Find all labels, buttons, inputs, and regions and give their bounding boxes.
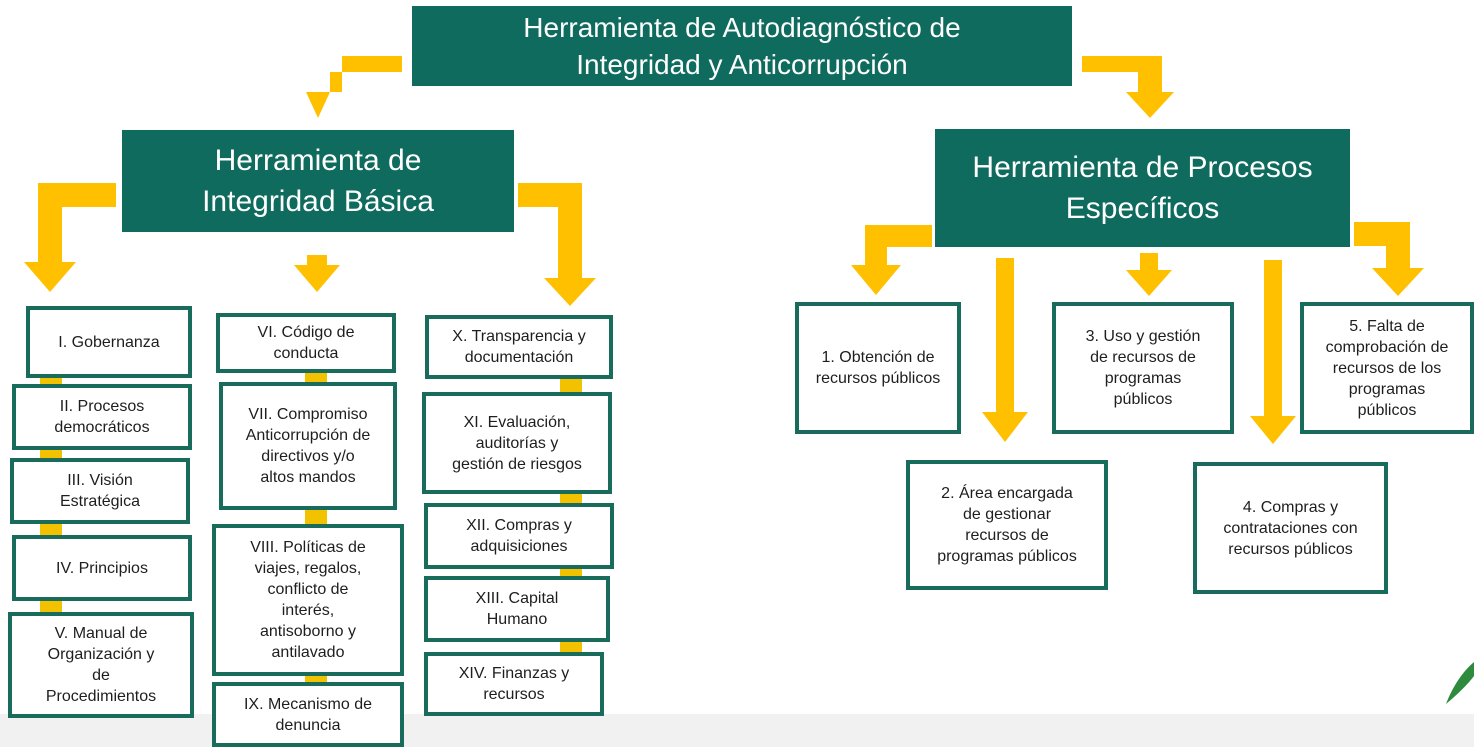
node-uso-gestion-recursos: 3. Uso y gestión de recursos de programa… — [1052, 302, 1234, 434]
node-label: IV. Principios — [56, 559, 148, 577]
arrow-right-to-item1 — [851, 225, 932, 295]
node-manual-organizacion: V. Manual de Organización y de Procedimi… — [8, 612, 194, 718]
flow-arrows — [24, 56, 1424, 444]
node-obtencion-recursos: 1. Obtención de recursos públicos — [795, 302, 961, 434]
arrow-left-to-col3 — [518, 183, 596, 306]
arrow-left-to-col1 — [24, 183, 116, 292]
node-label: XIV. Finanzas y recursos — [458, 665, 570, 703]
node-falta-comprobacion: 5. Falta de comprobación de recursos de … — [1300, 302, 1474, 434]
node-label: 5. Falta de comprobación de recursos de … — [1325, 317, 1449, 419]
node-label: VIII. Políticas de viajes, regalos, conf… — [250, 539, 366, 661]
arrow-root-to-right — [1082, 56, 1174, 118]
node-label: II. Procesos democráticos — [54, 398, 150, 436]
node-label: I. Gobernanza — [58, 333, 160, 351]
node-label: 2. Área encargada de gestionar recursos … — [937, 485, 1077, 565]
root-title: Herramienta de Autodiagnóstico de Integr… — [523, 12, 961, 80]
node-compras-contrataciones: 4. Compras y contrataciones con recursos… — [1193, 462, 1388, 594]
node-label: 4. Compras y contrataciones con recursos… — [1223, 498, 1358, 558]
node-label: VII. Compromiso Anticorrupción de direct… — [245, 406, 371, 486]
leaf-decoration — [1446, 662, 1474, 704]
node-procesos-democraticos: II. Procesos democráticos — [12, 384, 192, 450]
node-label: VI. Código de conducta — [257, 324, 355, 362]
node-capital-humano: XIII. Capital Humano — [424, 576, 610, 642]
integridad-basica-title: Herramienta de Integridad Básica — [202, 144, 434, 218]
arrow-right-to-item2 — [982, 258, 1028, 442]
integridad-basica-header: Herramienta de Integridad Básica — [122, 130, 514, 232]
node-mecanismo-denuncia: IX. Mecanismo de denuncia — [212, 682, 404, 747]
node-label: XII. Compras y adquisiciones — [466, 517, 572, 555]
node-politicas-viajes: VIII. Políticas de viajes, regalos, conf… — [212, 524, 404, 676]
node-transparencia: X. Transparencia y documentación — [425, 315, 613, 379]
node-finanzas-recursos: XIV. Finanzas y recursos — [424, 652, 604, 716]
node-codigo-conducta: VI. Código de conducta — [216, 313, 396, 373]
node-label: V. Manual de Organización y de Procedimi… — [45, 625, 157, 705]
node-compromiso-anticorrupcion: VII. Compromiso Anticorrupción de direct… — [219, 382, 397, 510]
node-label: IX. Mecanismo de denuncia — [243, 695, 373, 734]
arrow-left-to-col2 — [294, 255, 340, 292]
root-title-box: Herramienta de Autodiagnóstico de Integr… — [412, 6, 1072, 86]
arrow-right-to-item3 — [1126, 253, 1172, 296]
node-label: XIII. Capital Humano — [475, 590, 559, 628]
node-label: X. Transparencia y documentación — [452, 328, 586, 366]
node-label: III. Visión Estratégica — [59, 472, 141, 510]
node-gobernanza: I. Gobernanza — [26, 306, 192, 378]
arrow-root-to-left — [306, 56, 402, 118]
procesos-especificos-title: Herramienta de Procesos Específicos — [972, 151, 1313, 225]
node-label: 3. Uso y gestión de recursos de programa… — [1085, 328, 1201, 408]
procesos-especificos-header: Herramienta de Procesos Específicos — [935, 129, 1350, 247]
node-label: 1. Obtención de recursos públicos — [815, 349, 941, 387]
node-principios: IV. Principios — [12, 535, 192, 601]
node-vision-estrategica: III. Visión Estratégica — [10, 458, 190, 524]
node-label: XI. Evaluación, auditorías y gestión de … — [452, 413, 582, 473]
node-compras-adquisiciones: XII. Compras y adquisiciones — [424, 503, 614, 569]
node-evaluacion-auditorias: XI. Evaluación, auditorías y gestión de … — [422, 392, 612, 494]
arrow-right-to-item5 — [1354, 222, 1424, 296]
arrow-right-to-item4 — [1250, 260, 1296, 444]
node-area-encargada: 2. Área encargada de gestionar recursos … — [906, 460, 1108, 590]
